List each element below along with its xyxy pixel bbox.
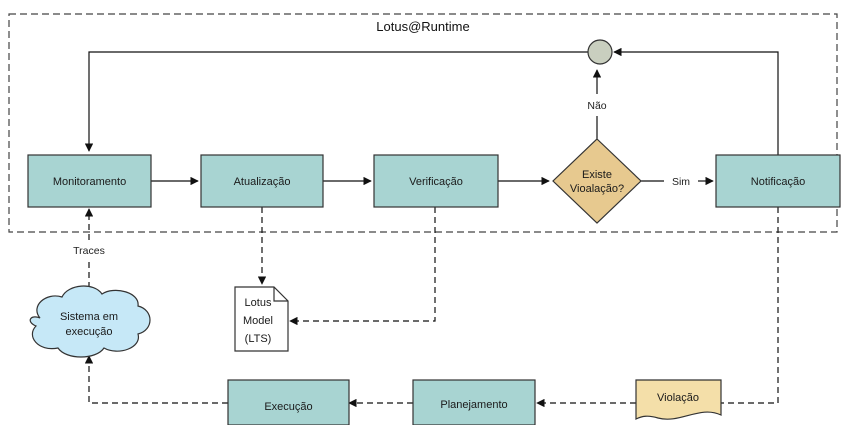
- node-violacao: Violação: [635, 379, 722, 420]
- sistema-label-line2: execução: [65, 326, 112, 338]
- edge-label-traces: Traces: [73, 245, 105, 257]
- model-label-line2: Model: [243, 315, 273, 327]
- node-decision: Existe Vioalação?: [552, 138, 642, 224]
- node-notificacao-label: Notificação: [751, 176, 805, 188]
- sistema-label-line1: Sistema em: [60, 311, 118, 323]
- junction-node: [587, 39, 613, 65]
- model-label-line1: Lotus: [245, 297, 272, 309]
- node-verificacao: Verificação: [373, 154, 499, 208]
- edge-label-nao: Não: [587, 100, 606, 112]
- node-atualizacao: Atualização: [200, 154, 324, 208]
- node-monitoramento-label: Monitoramento: [53, 176, 126, 188]
- dashed-connectors: [84, 207, 779, 408]
- node-violacao-label: Violação: [657, 392, 699, 404]
- node-execucao: Execução: [227, 379, 350, 425]
- runtime-frame: [8, 13, 838, 233]
- edge-execucao-sistema: [84, 355, 228, 404]
- node-atualizacao-label: Atualização: [234, 176, 291, 188]
- model-label-line3: (LTS): [245, 333, 272, 345]
- node-planejamento-label: Planejamento: [440, 399, 507, 411]
- frame-title: Lotus@Runtime: [376, 19, 469, 34]
- edge-notificacao-violacao: [721, 207, 779, 404]
- edge-label-sim: Sim: [672, 176, 690, 188]
- decision-label-line1: Existe: [582, 169, 612, 181]
- edge-verificacao-model: [289, 207, 436, 326]
- edge-notificacao-junction: [613, 47, 779, 155]
- node-notificacao: Notificação: [715, 154, 841, 208]
- node-verificacao-label: Verificação: [409, 176, 463, 188]
- node-lotus-model: Lotus Model (LTS): [234, 286, 289, 352]
- node-monitoramento: Monitoramento: [27, 154, 152, 208]
- connectors: [84, 47, 779, 186]
- node-execucao-label: Execução: [264, 401, 312, 413]
- node-sistema-em-execucao: Sistema em execução: [29, 285, 151, 358]
- decision-label-line2: Vioalação?: [570, 183, 624, 195]
- edge-junction-monitoramento: [84, 51, 588, 152]
- node-planejamento: Planejamento: [412, 379, 536, 425]
